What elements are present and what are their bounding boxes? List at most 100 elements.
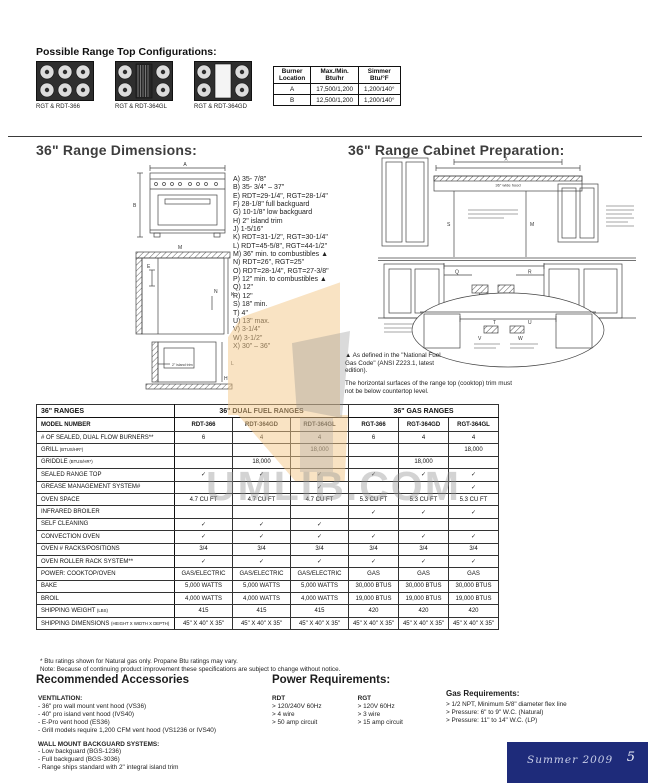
cabinet-preparation-diagram: X M S Q R T U V W 36" wide hood [378, 157, 636, 368]
dim-letter-b: B [133, 203, 137, 209]
cab-letter-u: U [528, 320, 532, 326]
spec-cell [398, 517, 449, 532]
power-column-rdt: RDT> 120/240V 60Hz> 4 wire> 50 amp circu… [272, 695, 322, 727]
spec-cell: ✓ [398, 505, 449, 519]
spec-row: OVEN ROLLER RACK SYSTEM**✓✓✓✓✓✓ [36, 554, 499, 569]
text-line: > Pressure: 11" to 14" W.C. (LP) [446, 716, 538, 724]
footer-issue: Summer 2009 [527, 754, 614, 766]
text-line: - Grill models require 1,200 CFM vent ho… [38, 726, 216, 734]
spec-cell: ✓ [398, 530, 449, 544]
spec-cell: ✓ [232, 554, 291, 569]
spec-row-label: BROIL [36, 592, 175, 606]
spec-cell: 4 [398, 430, 449, 445]
spec-cell: 420 [398, 604, 449, 618]
config-section-title: Possible Range Top Configurations: [36, 46, 217, 58]
spec-row: GREASE MANAGEMENT SYSTEM# ✓ ✓ [36, 480, 499, 494]
spec-cell: GAS/ELECTRIC [174, 567, 233, 581]
power-columns: RDT> 120/240V 60Hz> 4 wire> 50 amp circu… [272, 695, 403, 727]
spec-cell: ✓ [232, 517, 291, 532]
spec-row: SEALED RANGE TOP✓✓✓✓✓✓ [36, 468, 499, 482]
dimension-key-line: N) RDT=26", RGT=25" [233, 259, 305, 267]
config-label: RGT & RDT-364GL [115, 104, 167, 110]
spec-cell: ✓ [290, 530, 349, 544]
island-trim-note: 2" island trim [172, 363, 193, 367]
config-label: RGT & RDT-364GD [194, 104, 247, 110]
spec-cell: 4.7 CU FT [174, 492, 233, 507]
spec-cell: 5.3 CU FT [448, 492, 499, 507]
dimension-key: A) 35- 7/8"B) 35- 3/4" – 37"E) RDT=29-1/… [233, 176, 329, 351]
dimension-key-line: E) RDT=29-1/4", RGT=28-1/4" [233, 192, 328, 200]
spec-row-label: INFRARED BROILER [36, 505, 175, 519]
spec-cell [348, 455, 399, 470]
spec-cell: ✓ [348, 554, 399, 569]
spec-cell: ✓ [448, 468, 499, 482]
spec-cell: 4.7 CU FT [232, 492, 291, 507]
cab-letter-s: S [447, 222, 451, 228]
text-line: > 15 amp circuit [357, 718, 403, 726]
cabinet-title: 36" Range Cabinet Preparation: [348, 142, 565, 158]
spec-cell: GAS [348, 567, 399, 581]
dimension-key-line: L) RDT=45-5/8", RGT=44-1/2" [233, 242, 328, 250]
page-footer: Summer 2009 5 [507, 742, 648, 783]
text-line: > 4 wire [272, 710, 295, 718]
spec-cell: ✓ [174, 554, 233, 569]
text-line: > Pressure: 6" to 9" W.C. (Natural) [446, 708, 544, 716]
dimension-key-line: O) RDT=28-1/4", RGT=27-3/8" [233, 267, 329, 275]
spec-cell: 19,000 BTUS [348, 592, 399, 606]
hood-label: 36" wide hood [495, 183, 520, 188]
dimensions-title: 36" Range Dimensions: [36, 142, 197, 158]
spec-cell [232, 505, 291, 519]
spec-cell: 6 [348, 430, 399, 445]
burner-table-header: Burner Location [272, 65, 312, 85]
text-line: - Full backguard (BGS-3036) [38, 756, 120, 764]
spec-row-label: # OF SEALED, DUAL FLOW BURNERS** [36, 430, 175, 445]
spec-cell: 18,000 [398, 455, 449, 470]
spec-cell: 45" X 40" X 35" [348, 616, 399, 631]
spec-cell: ✓ [290, 517, 349, 532]
spec-group-header: 36" GAS RANGES [348, 404, 499, 418]
dimension-key-line: H) 2" island trim [233, 217, 283, 225]
spec-cell: 19,000 BTUS [448, 592, 499, 606]
spec-cell: 18,000 [290, 443, 349, 457]
spec-row-label: GREASE MANAGEMENT SYSTEM# [36, 480, 175, 494]
dim-letter-e: E [147, 264, 151, 270]
spec-cell: ✓ [448, 530, 499, 544]
accessories-title: Recommended Accessories [36, 674, 189, 686]
spec-model-number: RDT-364GD [232, 417, 291, 432]
spec-group-header: 36" RANGES [36, 404, 175, 418]
burner-table-header: Simmer Btu/°F [358, 65, 401, 85]
spec-cell: 4 [448, 430, 499, 445]
spec-cell: ✓ [448, 480, 499, 494]
spec-cell [398, 480, 449, 494]
spec-group-header: 36" DUAL FUEL RANGES [174, 404, 349, 418]
spec-row-label: GRILL (BTUS/HR*) [36, 443, 175, 457]
spec-cell [398, 443, 449, 457]
burner-table-cell: 1,200/140° [358, 83, 401, 96]
gas-title: Gas Requirements: [446, 689, 520, 698]
burner-table-cell: B [272, 94, 312, 107]
spec-cell: 19,000 BTUS [398, 592, 449, 606]
cabinet-notes: ▲ As defined in the "National Fuel Gas C… [345, 352, 517, 396]
spec-cell: ✓ [290, 480, 349, 494]
config-label: RGT & RDT-366 [36, 104, 80, 110]
cabinet-footnote-1: ▲ As defined in the "National Fuel Gas C… [345, 352, 441, 375]
footnote-btu: * Btu ratings shown for Natural gas only… [40, 658, 238, 665]
range-dimensions-diagram: A B E N K L M H 2" island trim [133, 162, 235, 390]
cab-letter-r: R [528, 270, 532, 276]
text-line: - Low backguard (BGS-1236) [38, 748, 122, 756]
spec-cell: ✓ [232, 468, 291, 482]
accessory-group-heading: VENTILATION: [38, 695, 83, 702]
spec-cell [448, 517, 499, 532]
spec-cell [174, 480, 233, 494]
spec-cell: 415 [290, 604, 349, 618]
spec-cell: ✓ [174, 468, 233, 482]
cab-letter-q: Q [455, 270, 459, 276]
spec-cell: 3/4 [232, 542, 291, 556]
